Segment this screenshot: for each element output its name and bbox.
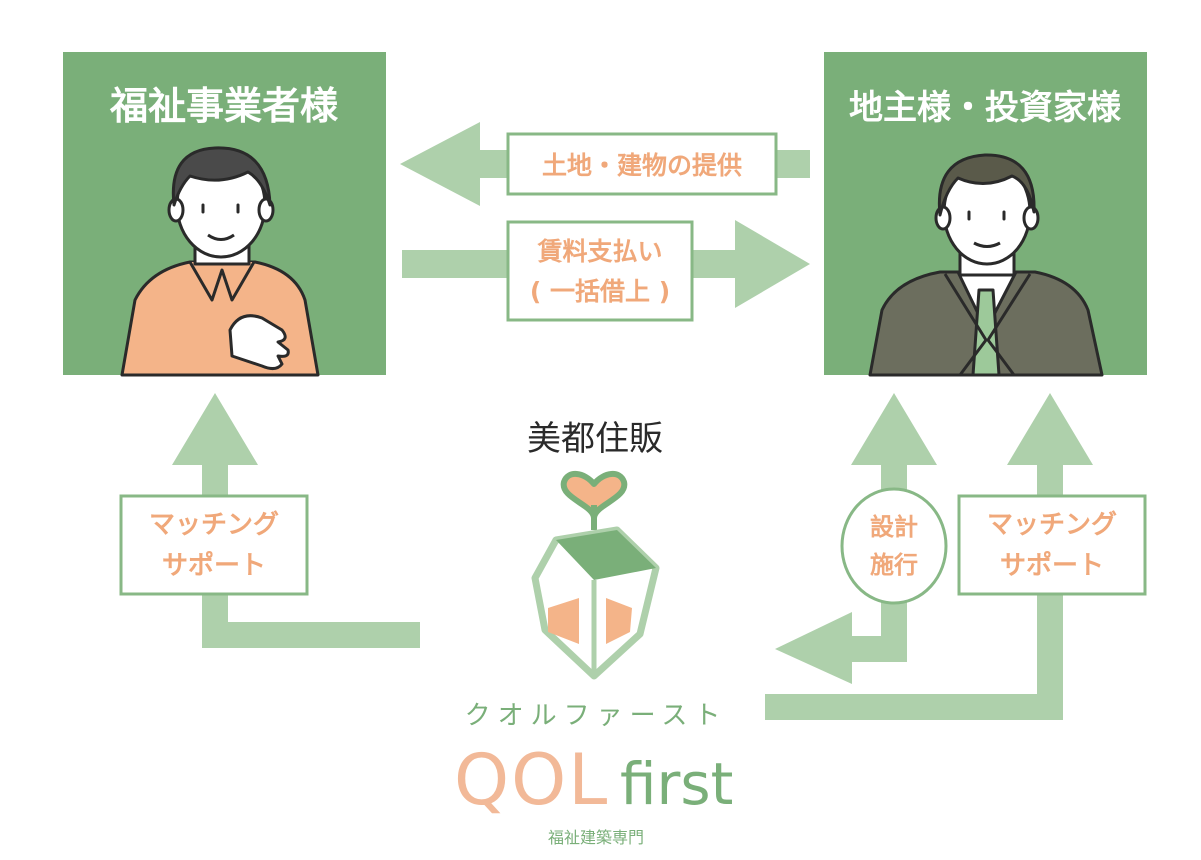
rent-payment-label: 賃料支払い ( 一括借上 ) (506, 220, 694, 322)
right-panel-title: 地主様・投資家様 (849, 88, 1122, 128)
person-casual-icon (120, 146, 320, 377)
right-matching-support: マッチング サポート (957, 494, 1147, 596)
design-line2: 施行 (870, 551, 918, 579)
logo-qol: QOL (454, 739, 609, 821)
house-icon (531, 526, 660, 680)
land-provision-label: 土地・建物の提供 (506, 132, 778, 196)
design-line1: 設計 (870, 513, 918, 541)
right-support-line1: マッチング (987, 510, 1117, 540)
land-provision-text: 土地・建物の提供 (542, 151, 742, 180)
logo-first: first (620, 750, 733, 818)
arrow-right-matching (765, 393, 1093, 720)
person-suit-icon (868, 153, 1104, 377)
left-support-line1: マッチング (149, 510, 279, 540)
arrow-design-construction (775, 393, 937, 684)
company-logo: 美都住販 クオルファースト QOL first 福祉建築専門 (454, 419, 733, 847)
arrow-left-matching (172, 393, 420, 648)
right-panel: 地主様・投資家様 (824, 52, 1147, 377)
rent-payment-line1: 賃料支払い (536, 237, 662, 266)
left-panel-title: 福祉事業者様 (109, 84, 339, 128)
heart-sprout-icon (560, 471, 628, 530)
left-panel: 福祉事業者様 (63, 52, 386, 377)
company-tagline: 福祉建築専門 (548, 828, 644, 847)
design-construction-circle: 設計 施行 (840, 487, 948, 605)
left-matching-support: マッチング サポート (119, 494, 309, 596)
left-support-line2: サポート (162, 550, 266, 581)
right-support-line2: サポート (1000, 550, 1104, 581)
rent-payment-line2: ( 一括借上 ) (530, 277, 670, 306)
company-name: 美都住販 (527, 419, 663, 459)
company-kana: クオルファースト (465, 701, 728, 731)
